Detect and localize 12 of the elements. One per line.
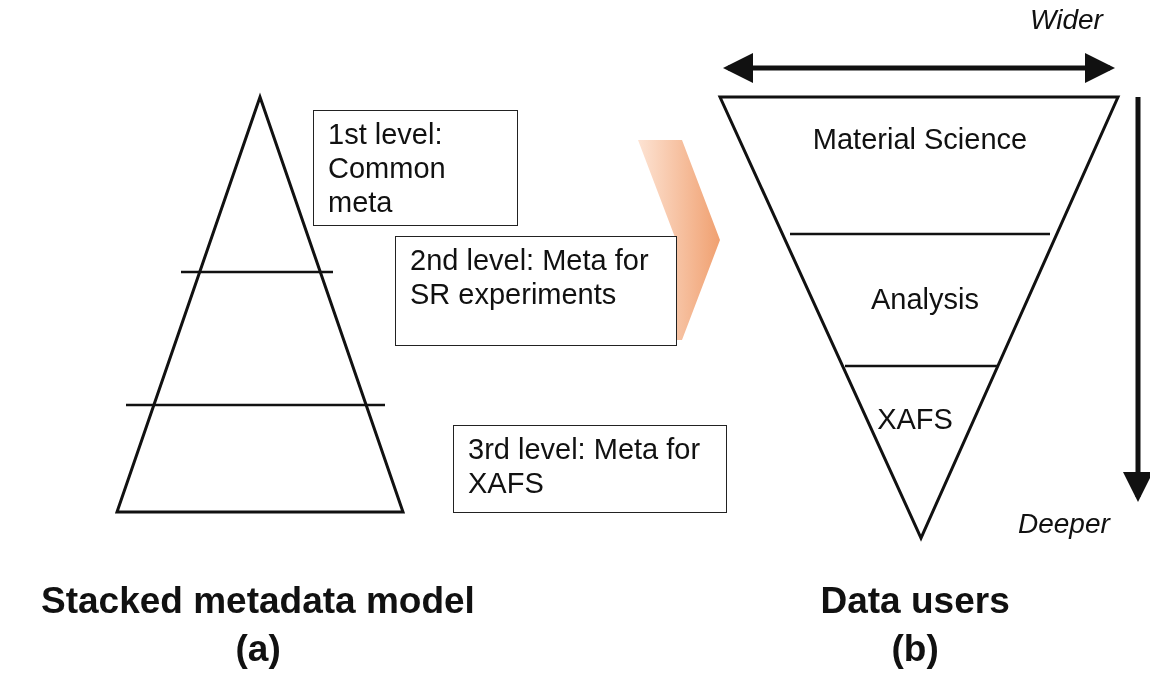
caption: Stacked metadata model: [41, 580, 475, 622]
panel-label: (a): [235, 628, 281, 670]
text-box: 3rd level: Meta for XAFS: [453, 425, 727, 513]
text-box: 2nd level: Meta for SR experiments: [395, 236, 677, 346]
axis-label: Wider: [1030, 4, 1103, 36]
axis-label: Deeper: [1018, 508, 1110, 540]
panel-label: (b): [891, 628, 939, 670]
caption: Data users: [820, 580, 1010, 622]
level-label: Analysis: [830, 281, 1020, 317]
level-label: XAFS: [860, 401, 970, 437]
text-box: 1st level: Common meta: [313, 110, 518, 226]
level-label: Material Science: [810, 121, 1030, 157]
